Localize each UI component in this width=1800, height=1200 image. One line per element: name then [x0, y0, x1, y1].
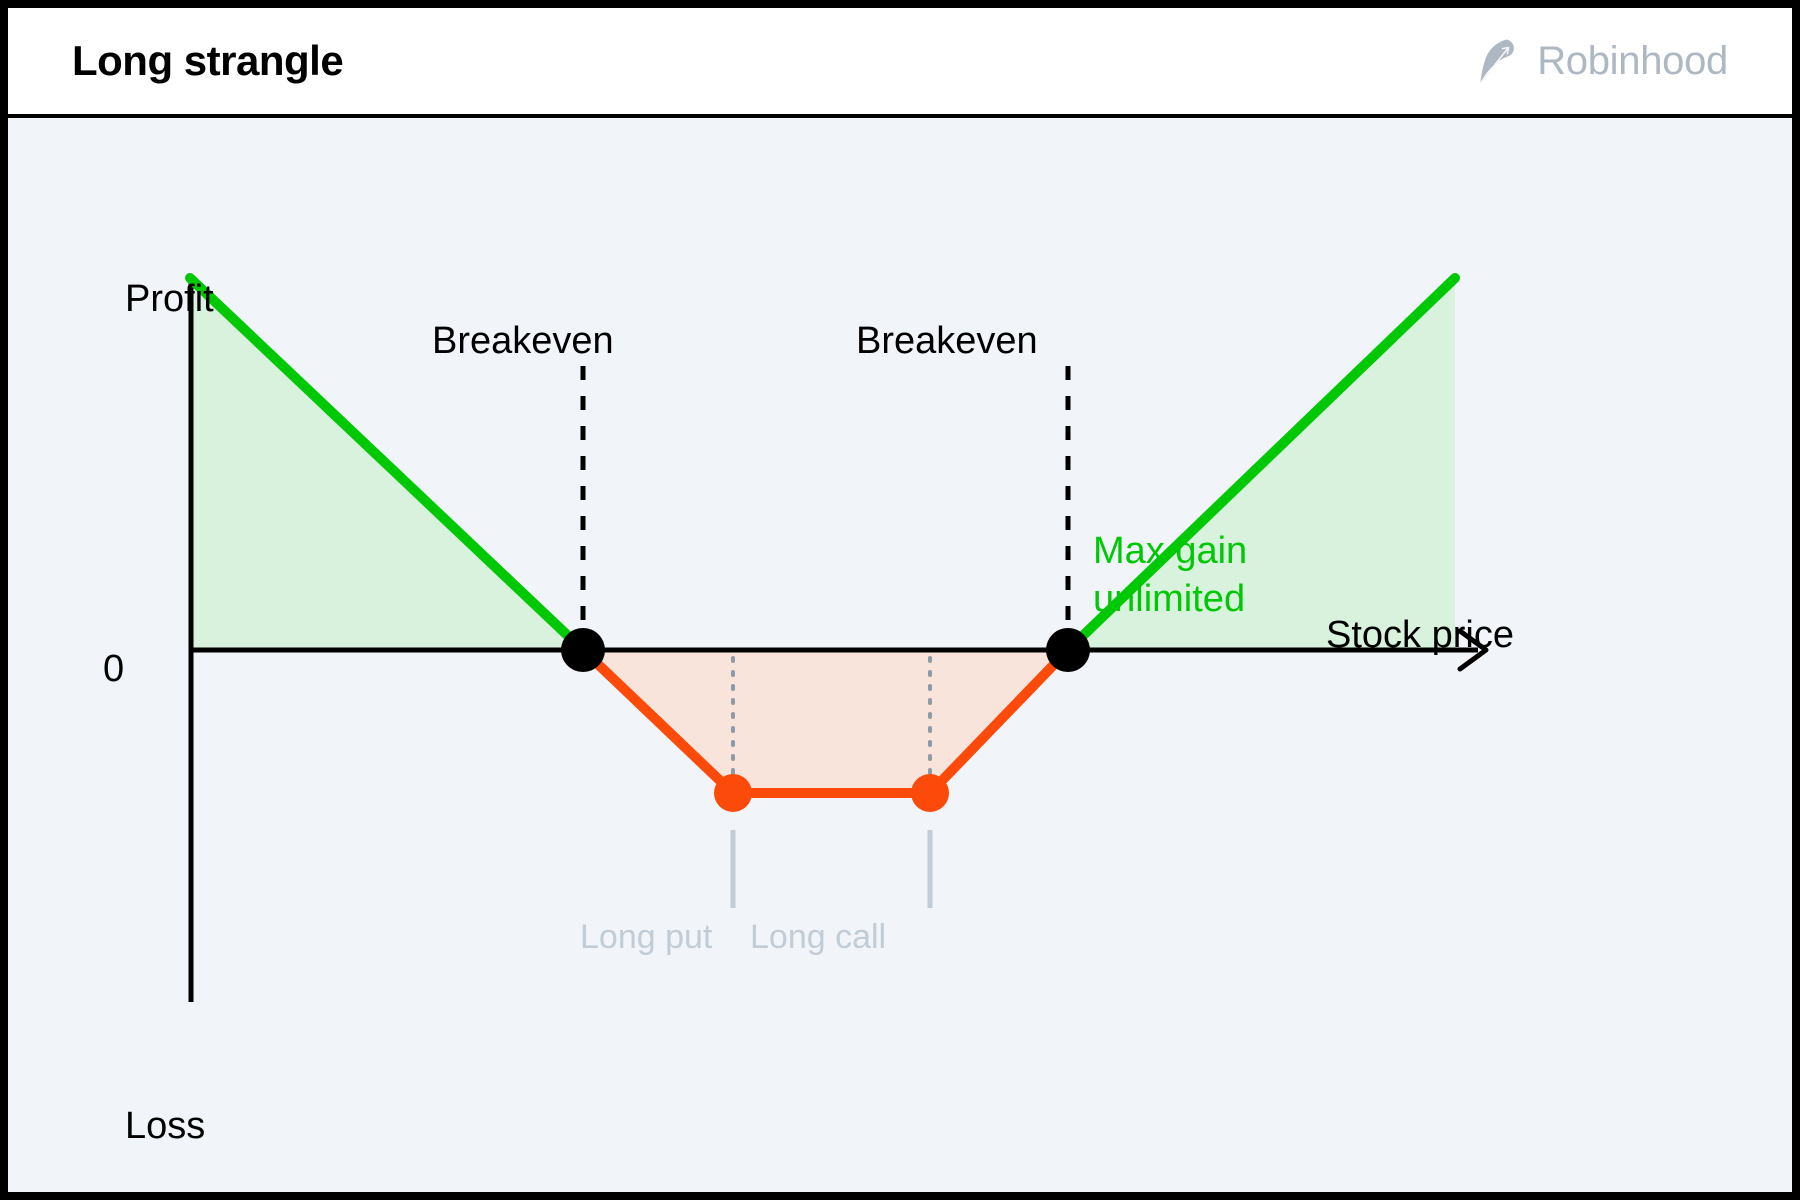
- profit-line-right: [1063, 273, 1460, 655]
- y-axis-bottom-label: Loss: [125, 1105, 206, 1147]
- feather-icon: [1475, 35, 1519, 87]
- loss-area: [583, 650, 1068, 793]
- payoff-chart-svg: [185, 273, 1489, 1002]
- card-header: Long strangle Robinhood: [8, 8, 1792, 118]
- breakeven-left-label: Breakeven: [432, 320, 614, 362]
- diagram-card: Long strangle Robinhood: [8, 8, 1792, 1192]
- max-gain-annotation: Max gain unlimited: [1093, 528, 1247, 623]
- long-put-strike-marker: [714, 774, 752, 812]
- long-call-strike-marker: [911, 774, 949, 812]
- brand-lockup: Robinhood: [1475, 35, 1728, 87]
- x-axis-arrowhead: [1457, 628, 1489, 672]
- y-axis-top-label: Profit: [125, 278, 214, 320]
- page-title: Long strangle: [72, 37, 344, 84]
- payoff-chart: Profit 0 Loss Breakeven Breakeven Stock …: [8, 118, 1792, 1192]
- loss-line: [578, 645, 1073, 798]
- breakeven-left-marker: [561, 628, 605, 672]
- y-axis-zero-label: 0: [103, 648, 125, 690]
- breakeven-right-label: Breakeven: [856, 320, 1038, 362]
- profit-line-left: [185, 273, 588, 655]
- brand-name: Robinhood: [1537, 38, 1728, 83]
- x-axis-label-line1: Stock price: [1326, 614, 1514, 656]
- max-gain-line1: Max gain: [1093, 530, 1248, 572]
- long-put-label: Long put: [580, 918, 713, 956]
- breakeven-right-marker: [1046, 628, 1090, 672]
- long-call-label: Long call: [750, 918, 887, 956]
- x-axis-label: Stock price: [1326, 612, 1514, 660]
- max-gain-line2: unlimited: [1093, 577, 1246, 620]
